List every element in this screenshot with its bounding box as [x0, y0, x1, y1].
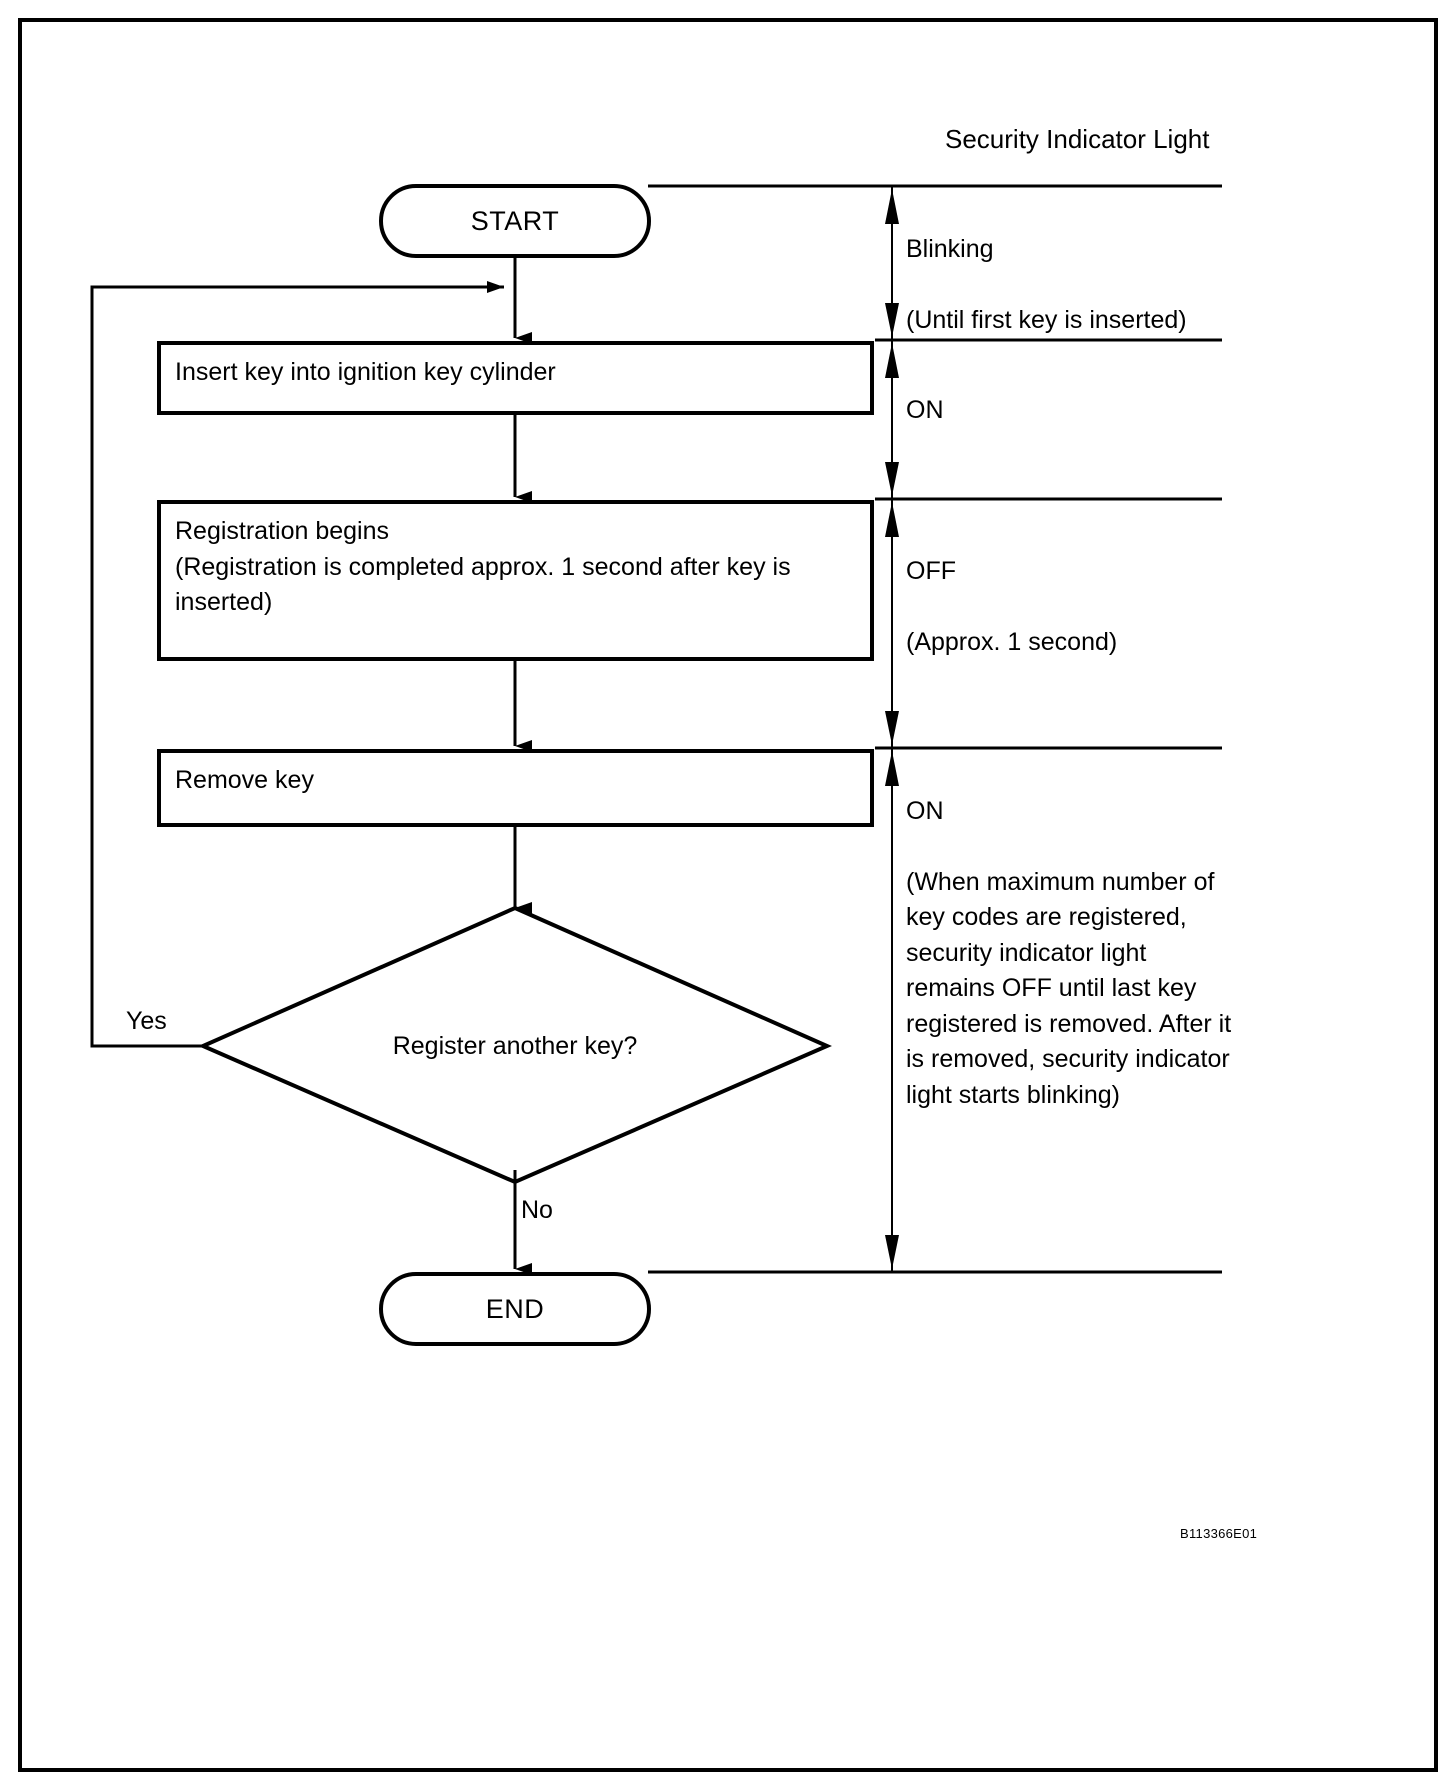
node-end: END — [379, 1272, 651, 1346]
figure-code: B113366E01 — [1180, 1526, 1258, 1541]
indicator-state-off-head: OFF — [906, 556, 956, 585]
node-registration-line2: (Registration is completed approx. 1 sec… — [175, 552, 791, 617]
page-border — [18, 18, 1438, 1772]
indicator-state-on-1-head: ON — [906, 395, 944, 424]
indicator-state-blinking: Blinking (Until first key is inserted) — [906, 196, 1236, 374]
node-registration-line1: Registration begins — [175, 517, 390, 545]
indicator-state-on-2-detail: (When maximum number of key codes are re… — [906, 867, 1232, 1109]
node-remove-key: Remove key — [157, 749, 874, 827]
indicator-state-blinking-head: Blinking — [906, 234, 994, 263]
indicator-state-off: OFF (Approx. 1 second) — [906, 518, 1236, 696]
indicator-state-on-2: ON (When maximum number of key codes are… — [906, 758, 1246, 1149]
indicator-state-on-2-head: ON — [906, 796, 944, 825]
node-registration-begins: Registration begins (Registration is com… — [157, 500, 874, 661]
node-insert-key: Insert key into ignition key cylinder — [157, 341, 874, 415]
security-indicator-light-title: Security Indicator Light — [945, 124, 1210, 154]
indicator-state-on-1: ON — [906, 357, 1236, 499]
node-start: START — [379, 184, 651, 258]
node-remove-key-label: Remove key — [175, 766, 314, 794]
indicator-state-off-detail: (Approx. 1 second) — [906, 627, 1118, 656]
node-insert-key-label: Insert key into ignition key cylinder — [175, 358, 556, 386]
node-decision-label: Register another key? — [392, 1031, 638, 1060]
branch-label-no: No — [521, 1196, 553, 1224]
branch-label-yes: Yes — [126, 1007, 167, 1035]
indicator-state-blinking-detail: (Until first key is inserted) — [906, 305, 1187, 334]
